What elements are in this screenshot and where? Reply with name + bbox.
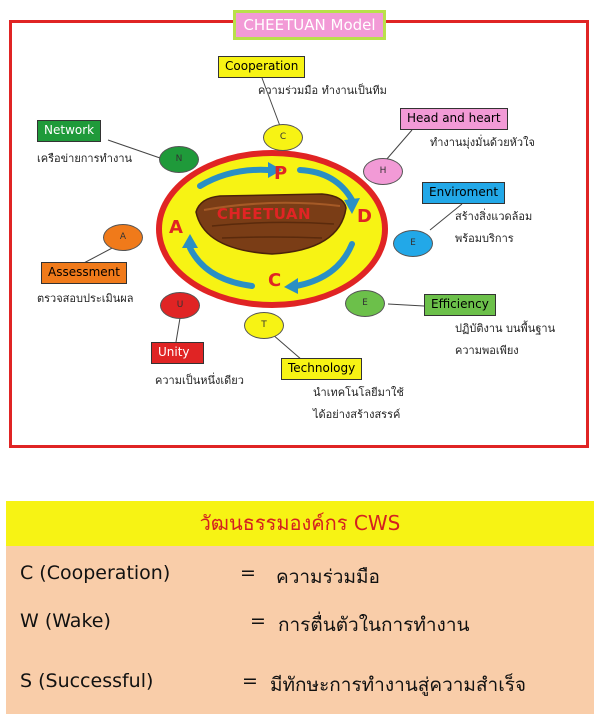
- node-assessment: A: [103, 224, 143, 251]
- connector-enviroment: [429, 203, 463, 231]
- connector-efficiency: [387, 303, 425, 307]
- diagram-graphics: [81, 77, 463, 361]
- label-head-and-heart: Head and heart: [400, 108, 508, 130]
- cws-term-w: W (Wake): [20, 610, 111, 632]
- desc-assessment-1: ตรวจสอบประเมินผล: [37, 292, 134, 305]
- connector-technology: [271, 333, 303, 361]
- desc-unity-1: ความเป็นหนึ่งเดียว: [155, 374, 244, 387]
- node-unity: U: [160, 292, 200, 319]
- desc-cooperation-1: ความร่วมมือ ทำงานเป็นทีม: [258, 84, 387, 97]
- node-technology: T: [244, 312, 284, 339]
- arrow-p-to-d: [297, 167, 355, 203]
- cws-meaning-c: ความร่วมมือ: [276, 566, 380, 588]
- cws-meaning-w: การตื่นตัวในการทำงาน: [278, 614, 470, 636]
- node-network: N: [159, 146, 199, 173]
- node-enviroment: E: [393, 230, 433, 257]
- model-title: CHEETUAN Model: [233, 10, 386, 40]
- arrow-a-to-p: [197, 166, 271, 189]
- cws-meaning-s: มีทักษะการทำงานสู่ความสำเร็จ: [270, 674, 527, 696]
- label-technology: Technology: [281, 358, 363, 380]
- center-word: CHEETUAN: [216, 205, 312, 223]
- arrow-d-to-c: [293, 241, 355, 289]
- label-enviroment: Enviroment: [422, 182, 506, 204]
- node-head-and-heart: H: [363, 158, 403, 185]
- cws-title: วัฒนธรรมองค์กร CWS: [6, 501, 594, 546]
- arrowhead-p: [268, 162, 282, 178]
- desc-technology-2: ได้อย่างสร้างสรรค์: [313, 408, 401, 421]
- cycle-arrows: [187, 166, 355, 289]
- cws-table: C (Cooperation) = ความร่วมมือ W (Wake) =…: [6, 546, 594, 714]
- connector-head: [385, 129, 413, 161]
- arrowhead-a: [182, 234, 198, 248]
- cycle-letter-p: P: [274, 163, 288, 184]
- desc-efficiency-1: ปฏิบัติงาน บนพื้นฐาน: [455, 322, 556, 335]
- arrowhead-c: [284, 278, 298, 294]
- desc-head-and-heart-1: ทำงานมุ่งมั่นด้วยหัวใจ: [430, 136, 535, 149]
- node-efficiency: E: [345, 290, 385, 317]
- cycle-letter-c: C: [268, 270, 282, 291]
- label-unity: Unity: [151, 342, 204, 364]
- label-network: Network: [37, 120, 102, 142]
- basket-image: [195, 193, 347, 255]
- desc-enviroment-2: พร้อมบริการ: [455, 232, 514, 245]
- cws-equals-c: =: [240, 562, 256, 584]
- arrow-c-to-a: [187, 245, 255, 289]
- cws-equals-s: =: [242, 670, 258, 692]
- connector-assessment: [81, 245, 117, 265]
- node-cooperation: C: [263, 124, 303, 151]
- cycle-letter-d: D: [357, 206, 372, 227]
- cws-term-c: C (Cooperation): [20, 562, 171, 584]
- connector-lines: [81, 77, 463, 361]
- cws-term-s: S (Successful): [20, 670, 154, 692]
- connector-network: [107, 139, 161, 159]
- cycle-letter-a: A: [169, 217, 183, 238]
- desc-network-1: เครือข่ายการทำงาน: [37, 152, 133, 165]
- label-efficiency: Efficiency: [424, 294, 496, 316]
- desc-enviroment-1: สร้างสิ่งแวดล้อม: [455, 210, 533, 223]
- label-assessment: Assessment: [41, 262, 127, 284]
- connector-unity: [175, 317, 181, 343]
- arrowhead-d: [344, 198, 360, 214]
- label-cooperation: Cooperation: [218, 56, 306, 78]
- arrow-heads: [182, 162, 360, 294]
- desc-technology-1: นำเทคโนโลยีมาใช้: [313, 386, 404, 399]
- cws-equals-w: =: [250, 610, 266, 632]
- desc-efficiency-2: ความพอเพียง: [455, 344, 519, 357]
- connector-cooperation: [261, 77, 281, 127]
